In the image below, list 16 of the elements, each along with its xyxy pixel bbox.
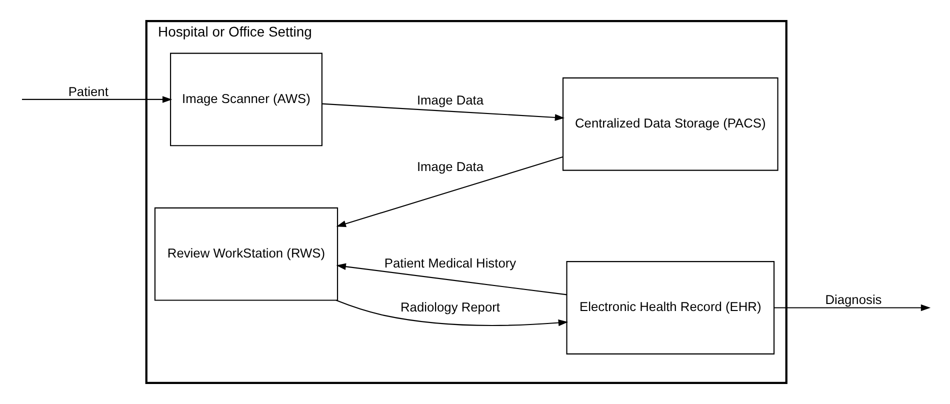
arrow bbox=[774, 304, 930, 312]
node-box: Review WorkStation (RWS) bbox=[154, 207, 338, 301]
node-box: Image Scanner (AWS) bbox=[170, 52, 322, 146]
edge-label: Image Data bbox=[416, 158, 484, 174]
arrow bbox=[322, 103, 564, 121]
edge-label: Image Data bbox=[416, 92, 484, 108]
arrow bbox=[21, 96, 172, 103]
node-box: Centralized Data Storage (PACS) bbox=[562, 77, 778, 171]
node-box: Electronic Health Record (EHR) bbox=[566, 261, 774, 354]
edge-label: Patient bbox=[68, 84, 108, 99]
edge-label: Patient Medical History bbox=[384, 256, 516, 271]
arrow bbox=[335, 300, 568, 326]
edge-label: Diagnosis bbox=[824, 292, 882, 308]
arrow bbox=[336, 156, 563, 228]
edge-label: Radiology Report bbox=[400, 300, 500, 315]
arrow bbox=[336, 263, 566, 296]
